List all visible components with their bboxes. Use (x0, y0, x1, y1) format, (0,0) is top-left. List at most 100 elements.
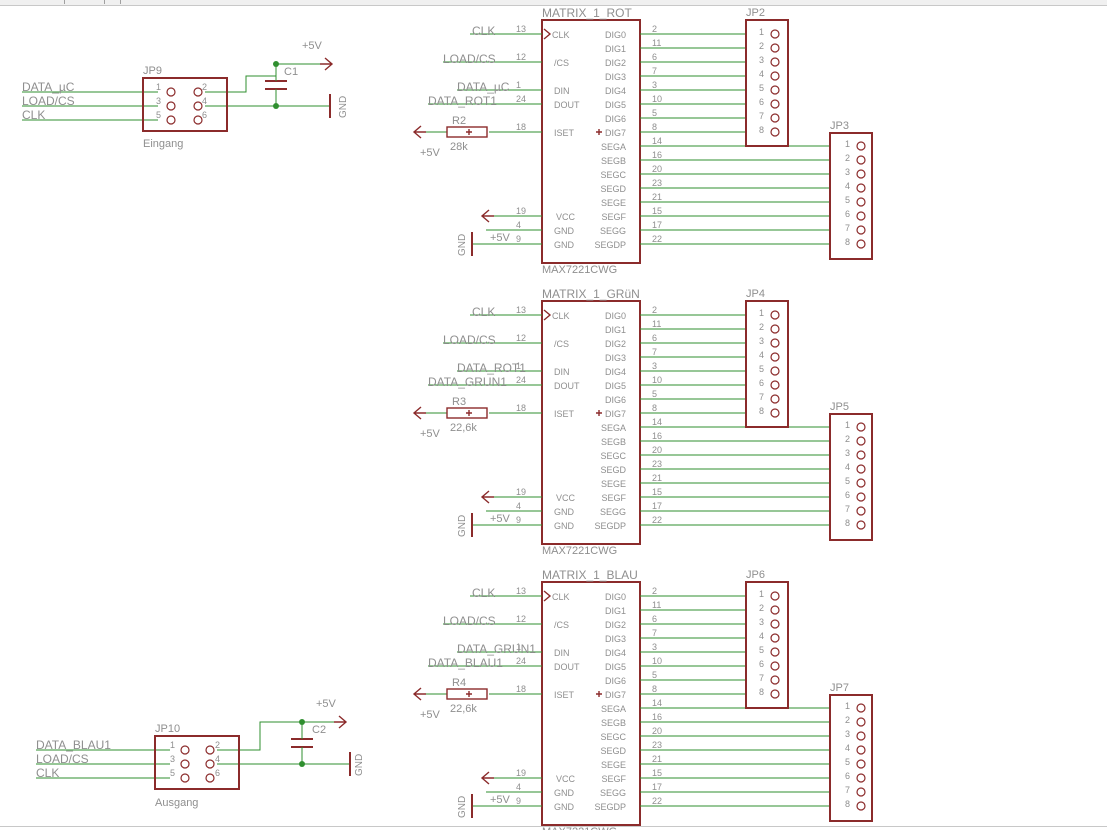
chip-pin-name: SEGA (601, 704, 626, 714)
jumper-pin (770, 591, 780, 601)
chip-block-3[interactable]: MATRIX_1_BLAUMAX7221CWGCLK13/CS12DIN1DOU… (412, 568, 873, 830)
chip-pin-name: DIG2 (605, 58, 626, 68)
chip-pin-number: 2 (652, 586, 657, 596)
chip-pin-name: DIG5 (605, 381, 626, 391)
jumper-pin-number: 4 (845, 181, 850, 191)
jumper-pin-number: 6 (759, 659, 764, 669)
chip-pin-name: DIG7 (605, 409, 626, 419)
jumper-name: JP2 (746, 7, 765, 19)
chip-pin-name: DIG0 (605, 30, 626, 40)
jumper-pin-number: 5 (845, 195, 850, 205)
capacitor-c1-label: C1 (284, 66, 298, 78)
jumper-pin-number: 3 (845, 167, 850, 177)
jumper-pin (856, 506, 866, 516)
jumper-pin-number: 7 (845, 504, 850, 514)
jumper-pin (770, 71, 780, 81)
chip-pin-number: 18 (516, 122, 526, 132)
jumper-pin (770, 689, 780, 699)
net-dout-label: DATA_ROT1 (428, 94, 497, 108)
chip-pin-number: 19 (516, 487, 526, 497)
chip-block-1[interactable]: MATRIX_1_ROTMAX7221CWGCLK13/CS12DIN1DOUT… (412, 6, 873, 276)
pin-mark-icon (596, 691, 602, 697)
chip-pin-number: 14 (652, 417, 662, 427)
chip-pin-number: 6 (652, 614, 657, 624)
chip-pin-number: 8 (652, 403, 657, 413)
chip-pin-number: 9 (516, 796, 521, 806)
chip-pin-number: 13 (516, 586, 526, 596)
jumper-pin-number: 1 (845, 139, 850, 149)
jumper-pin (770, 408, 780, 418)
jumper-pin-number: 3 (845, 729, 850, 739)
resistor-value: 22,6k (450, 703, 477, 715)
capacitor-c2-label: C2 (312, 724, 326, 736)
chip-pin-number: 12 (516, 614, 526, 624)
chip-block-2[interactable]: MATRIX_1_GRüNMAX7221CWGCLK13/CS12DIN1DOU… (412, 287, 873, 557)
jumper-pin-number: 5 (845, 476, 850, 486)
jumper-name: JP4 (746, 288, 765, 300)
vcc-label: +5V (420, 147, 441, 159)
jumper-pin-number: 6 (759, 378, 764, 388)
jumper-body (745, 19, 789, 147)
chip-pin-name: DIG3 (605, 353, 626, 363)
chip-pin-name: SEGB (601, 718, 626, 728)
chip-pin-name: DIG4 (605, 367, 626, 377)
jp10-pin-number: 3 (170, 754, 175, 764)
jumper-pin (856, 745, 866, 755)
jumper-pin (856, 450, 866, 460)
jumper-pin-number: 2 (845, 153, 850, 163)
jp10-output-connector[interactable]: DATA_BLAU1 LOAD/CS CLK JP10 Ausgang 1 2 … (36, 698, 365, 809)
jp10-signal-clk: CLK (36, 766, 59, 780)
toolbar-segment (64, 0, 105, 4)
jp9-pin-number: 3 (156, 96, 161, 106)
jumper-pin-number: 1 (845, 701, 850, 711)
chip-pin-name: SEGF (601, 774, 626, 784)
jp10-name: JP10 (155, 723, 180, 735)
jp10-caption: Ausgang (155, 797, 198, 809)
chip-pin-name: SEGB (601, 437, 626, 447)
jumper-pin-number: 7 (759, 673, 764, 683)
jumper-pin (856, 492, 866, 502)
resistor-name: R3 (452, 396, 466, 408)
vcc-label: +5V (490, 513, 511, 525)
chip-pin-name: DIG6 (605, 395, 626, 405)
jumper-pin (770, 127, 780, 137)
chip-pin-number: 7 (652, 628, 657, 638)
jumper-pin-number: 8 (759, 406, 764, 416)
jp9-input-connector[interactable]: DATA_µC LOAD/CS CLK JP9 Eingang 1 2 3 4 … (22, 40, 349, 150)
chip-pin-number: 5 (652, 389, 657, 399)
jp9-pin-3 (166, 101, 176, 111)
jumper-pin-number: 2 (759, 322, 764, 332)
net-din-label: DATA_µC (457, 80, 510, 94)
chip-pin-number: 3 (652, 361, 657, 371)
chip-pin-number: 11 (652, 38, 661, 48)
jumper-pin (856, 731, 866, 741)
jumper-pin (770, 324, 780, 334)
jumper-pin (856, 717, 866, 727)
chip-pin-name: DIN (554, 367, 570, 377)
chip-pin-number: 18 (516, 403, 526, 413)
jumper-name: JP7 (830, 682, 849, 694)
vcc-flag-icon (480, 490, 494, 504)
chip-pin-number: 10 (652, 375, 662, 385)
chip-pin-number: 22 (652, 234, 662, 244)
chip-pin-number: 22 (652, 515, 662, 525)
chip-pin-number: 12 (516, 52, 526, 62)
chip-pin-number: 7 (652, 347, 657, 357)
chip-pin-number: 1 (516, 80, 521, 90)
chip-pin-number: 24 (516, 375, 526, 385)
max7221-chip-body (541, 19, 641, 264)
net-clk-label: CLK (472, 305, 495, 319)
jp9-name: JP9 (143, 65, 162, 77)
jumper-pin (770, 352, 780, 362)
jumper-body (829, 694, 873, 822)
chip-pin-name: DIG2 (605, 620, 626, 630)
jp10-pin-2 (205, 745, 215, 755)
chip-pin-name: /CS (554, 339, 569, 349)
